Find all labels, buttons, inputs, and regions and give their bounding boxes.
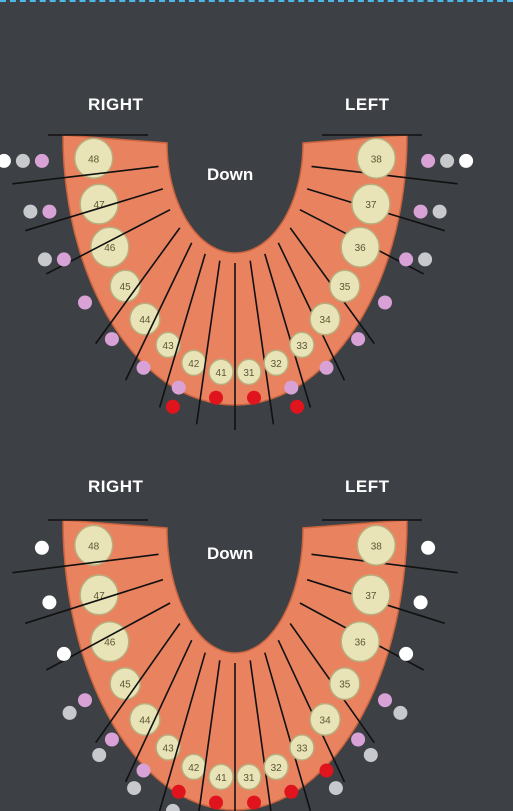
dot-red xyxy=(209,796,223,810)
tooth-number-45: 45 xyxy=(120,680,132,691)
tooth-number-43: 43 xyxy=(163,341,175,352)
tooth-number-32: 32 xyxy=(271,763,283,774)
tooth-number-35: 35 xyxy=(339,282,351,293)
dot-pink xyxy=(284,381,298,395)
dot-grey xyxy=(418,252,432,266)
dot-grey xyxy=(38,252,52,266)
dot-pink xyxy=(137,764,151,778)
dot-pink xyxy=(78,693,92,707)
dot-pink xyxy=(378,296,392,310)
dot-grey xyxy=(329,781,343,795)
dot-grey xyxy=(63,706,77,720)
dot-red xyxy=(166,400,180,414)
dot-white xyxy=(459,154,473,168)
dot-red xyxy=(320,764,334,778)
tooth-number-38: 38 xyxy=(371,154,383,165)
dot-white xyxy=(414,595,428,609)
dot-grey xyxy=(16,154,30,168)
dot-pink xyxy=(105,332,119,346)
dot-pink xyxy=(351,332,365,346)
dot-red xyxy=(172,785,186,799)
tooth-number-44: 44 xyxy=(139,715,151,726)
down-label: Down xyxy=(207,165,253,185)
tooth-number-42: 42 xyxy=(188,359,200,370)
dot-pink xyxy=(320,361,334,375)
dot-grey xyxy=(23,205,37,219)
down-label: Down xyxy=(207,544,253,564)
tooth-number-44: 44 xyxy=(139,315,151,326)
dot-pink xyxy=(399,252,413,266)
dot-red xyxy=(284,785,298,799)
tooth-number-38: 38 xyxy=(371,541,383,552)
dot-grey xyxy=(364,748,378,762)
tooth-number-46: 46 xyxy=(104,638,116,649)
left-label: LEFT xyxy=(345,477,390,497)
tooth-number-36: 36 xyxy=(355,638,367,649)
tooth-number-46: 46 xyxy=(104,243,116,254)
tooth-number-34: 34 xyxy=(320,315,332,326)
tooth-number-41: 41 xyxy=(216,368,228,379)
dot-pink xyxy=(421,154,435,168)
dot-pink xyxy=(42,205,56,219)
dot-white xyxy=(35,541,49,555)
dot-pink xyxy=(57,252,71,266)
tooth-number-35: 35 xyxy=(339,680,351,691)
dot-pink xyxy=(172,381,186,395)
right-label: RIGHT xyxy=(88,95,143,115)
dot-pink xyxy=(351,733,365,747)
dot-white xyxy=(0,154,11,168)
tooth-number-43: 43 xyxy=(163,744,175,755)
tooth-number-41: 41 xyxy=(216,773,228,784)
dot-red xyxy=(290,400,304,414)
dot-grey xyxy=(393,706,407,720)
dot-red xyxy=(247,391,261,405)
dot-white xyxy=(421,541,435,555)
dot-pink xyxy=(137,361,151,375)
dot-grey xyxy=(433,205,447,219)
tooth-number-33: 33 xyxy=(296,744,308,755)
tooth-number-31: 31 xyxy=(243,773,255,784)
left-label: LEFT xyxy=(345,95,390,115)
dot-white xyxy=(399,647,413,661)
right-label: RIGHT xyxy=(88,477,143,497)
tooth-number-34: 34 xyxy=(320,715,332,726)
dot-pink xyxy=(414,205,428,219)
tooth-number-32: 32 xyxy=(271,359,283,370)
dot-pink xyxy=(78,296,92,310)
tooth-number-36: 36 xyxy=(355,243,367,254)
tooth-number-31: 31 xyxy=(243,368,255,379)
dot-pink xyxy=(105,733,119,747)
tooth-number-42: 42 xyxy=(188,763,200,774)
dot-grey xyxy=(92,748,106,762)
tooth-number-48: 48 xyxy=(88,541,100,552)
dot-red xyxy=(247,796,261,810)
tooth-number-37: 37 xyxy=(365,591,377,602)
dot-pink xyxy=(35,154,49,168)
dot-grey xyxy=(166,804,180,811)
dot-grey xyxy=(440,154,454,168)
dot-red xyxy=(209,391,223,405)
dot-pink xyxy=(378,693,392,707)
dot-grey xyxy=(127,781,141,795)
tooth-number-48: 48 xyxy=(88,154,100,165)
tooth-number-45: 45 xyxy=(120,282,132,293)
dot-white xyxy=(57,647,71,661)
tooth-number-37: 37 xyxy=(365,200,377,211)
tooth-number-33: 33 xyxy=(296,341,308,352)
dot-white xyxy=(42,595,56,609)
